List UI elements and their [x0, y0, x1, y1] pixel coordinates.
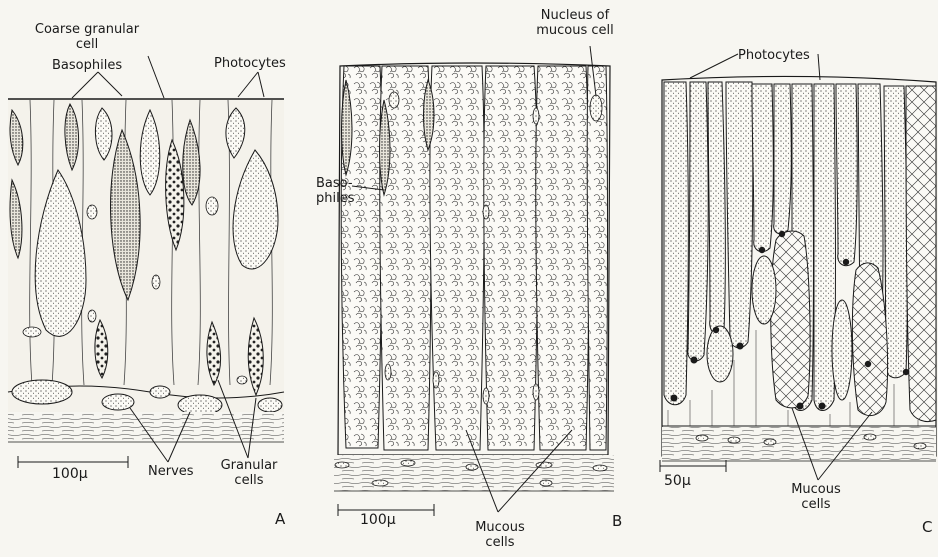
panel-a-diagram [8, 56, 284, 468]
granular-cells-label-line2: cells [214, 473, 284, 488]
photocyte-cell [726, 82, 753, 348]
photocyte-cell [836, 84, 857, 266]
photocyte-cell [752, 84, 773, 252]
nerve [102, 394, 134, 410]
photocytes-pointer [818, 54, 820, 80]
mucous-cell [430, 66, 484, 450]
panel-letter-b: B [612, 514, 622, 529]
nucleus-label-line2: mucous cell [520, 23, 630, 38]
mucous-cell [484, 66, 538, 450]
basophiles-pointer [98, 72, 122, 96]
panel-c-scale-label: 50μ [664, 474, 691, 489]
basophiles-pointer [72, 72, 98, 98]
panel-c-scale-bar [660, 460, 726, 472]
photocyte-cell [688, 82, 708, 361]
mucous-cell [536, 66, 589, 450]
panel-b-diagram [334, 46, 614, 516]
nucleus-of-mucous-cell-label: Nucleus of mucous cell [520, 8, 630, 38]
basophiles-label-b-line1: Baso- [316, 176, 355, 191]
panel-a-scale-label: 100μ [52, 467, 88, 482]
mucous-cells-label-b: Mucous cells [462, 520, 538, 550]
coarse-granular-pointer [148, 56, 164, 98]
photocytes-label-c: Photocytes [738, 48, 810, 63]
nerves-label: Nerves [148, 464, 194, 479]
photocyte-cell [884, 86, 907, 378]
panel-letter-c: C [922, 520, 932, 535]
mucous-cells-label-c-line1: Mucous [778, 482, 854, 497]
panel-b-scale-label: 100μ [360, 513, 396, 528]
photocytes-pointer [258, 72, 264, 97]
mucous-cells-label-b-line2: cells [462, 535, 538, 550]
mucous-cell-nucleus [590, 95, 602, 121]
photocytes-pointer [238, 72, 258, 97]
basophiles-label-b: Baso- philes [316, 176, 355, 206]
panel-c-diagram [660, 54, 936, 480]
photocytes-label-a: Photocytes [214, 56, 286, 71]
photocytes-pointer [690, 54, 738, 78]
mucous-cell [771, 231, 810, 408]
mucous-cells-label-c-line2: cells [778, 497, 854, 512]
basophiles-label-a: Basophiles [52, 58, 122, 73]
panel-letter-a: A [275, 512, 285, 527]
mucous-cells-label-c: Mucous cells [778, 482, 854, 512]
basophiles-label-b-line2: philes [316, 191, 355, 206]
coarse-granular-cell-label: Coarse granular cell [12, 22, 162, 52]
mucous-cell [906, 86, 936, 422]
photocyte-cell [774, 84, 792, 234]
coarse-granular-cell-label-line1: Coarse granular [12, 22, 162, 37]
coarse-granular-cell-label-line2: cell [12, 37, 162, 52]
nucleus-label-line1: Nucleus of [520, 8, 630, 23]
mucous-cells-label-b-line1: Mucous [462, 520, 538, 535]
mucous-cell [587, 66, 607, 450]
granular-cells-label: Granular cells [214, 458, 284, 488]
photocyte-cell [664, 82, 688, 405]
photocyte-cell [708, 82, 725, 334]
granular-cells-label-line1: Granular [214, 458, 284, 473]
